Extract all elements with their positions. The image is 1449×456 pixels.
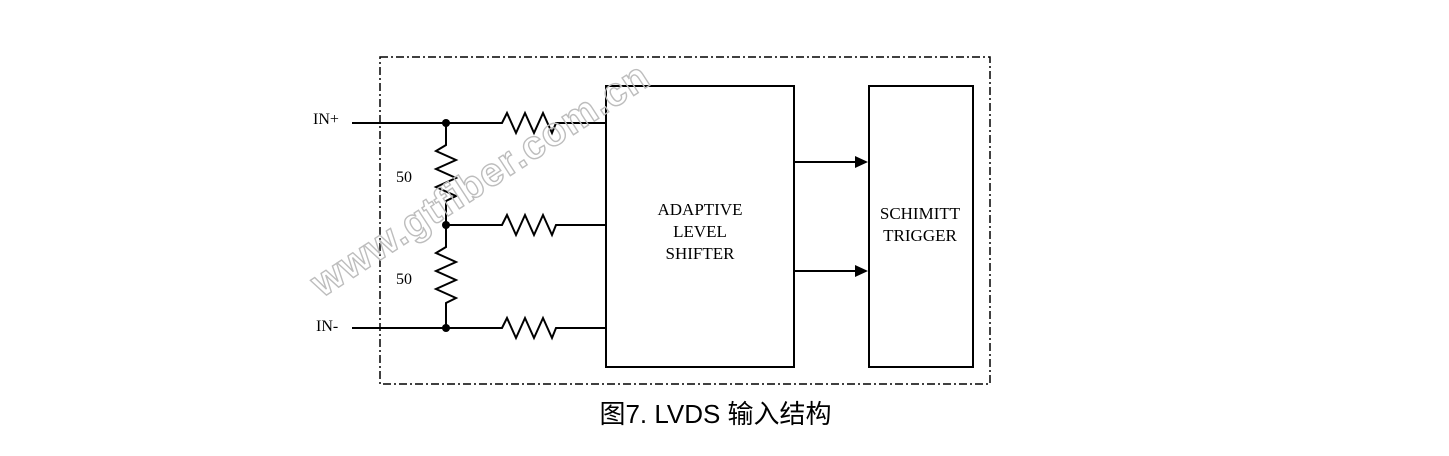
level-shifter-block (605, 85, 795, 368)
series-resistor-bottom (492, 315, 606, 341)
trigger-label-line2: TRIGGER (883, 226, 957, 245)
termination-resistor-upper (433, 123, 459, 225)
series-resistor-middle (492, 212, 606, 238)
series-resistor-top (492, 110, 606, 136)
schmitt-trigger-block (868, 85, 974, 368)
arrow-lower-head (855, 265, 868, 277)
junction-dot-top (442, 119, 450, 127)
resistor-lower-value: 50 (396, 271, 412, 288)
chip-boundary (379, 56, 991, 385)
junction-dot-middle (442, 221, 450, 229)
input-pos-label: IN+ (313, 111, 339, 128)
figure-caption: 图7. LVDS 输入结构 (0, 394, 1449, 431)
shifter-label-line3: SHIFTER (666, 244, 736, 263)
caption-text: 图7. LVDS 输入结构 (599, 399, 832, 429)
input-neg-label: IN- (316, 318, 338, 335)
termination-resistor-lower (433, 225, 459, 328)
junction-dot-bottom (442, 324, 450, 332)
shifter-label-line2: LEVEL (673, 222, 727, 241)
trigger-label-line1: SCHIMITT (880, 204, 961, 223)
shifter-label-line1: ADAPTIVE (658, 200, 743, 219)
arrow-upper-head (855, 156, 868, 168)
resistor-upper-value: 50 (396, 169, 412, 186)
watermark: www.gtfiber.com.cn (302, 54, 658, 306)
